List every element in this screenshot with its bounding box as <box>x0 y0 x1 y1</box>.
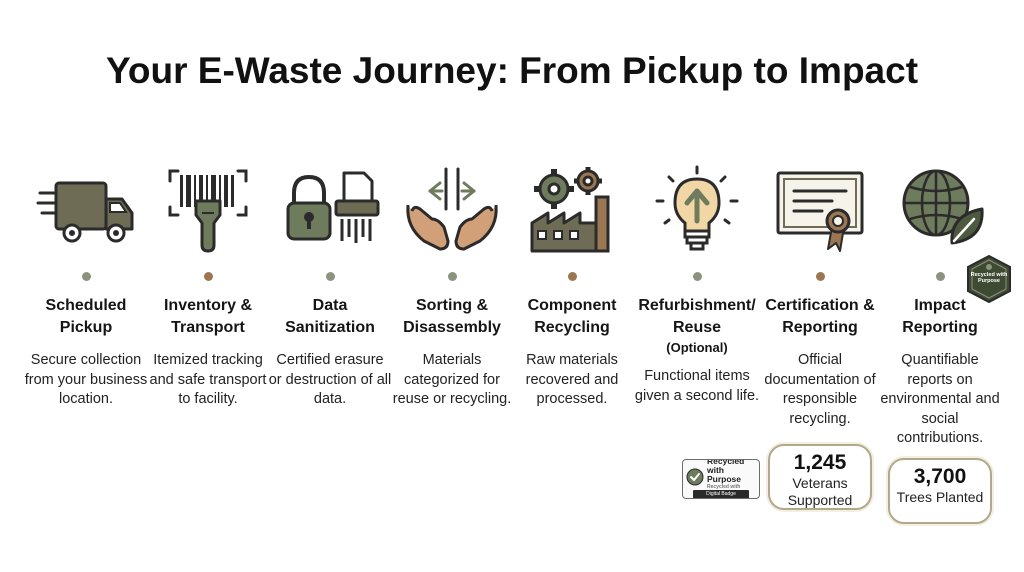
step-description: Secure collection from your business loc… <box>24 352 148 407</box>
step-description: Itemized tracking and safe transport to … <box>149 352 267 407</box>
step-label: Refurbishment/ Reuse <box>638 297 756 336</box>
stat-number: 1,245 <box>793 451 847 474</box>
step-label: Component Recycling <box>527 297 617 336</box>
step-label: Data Sanitization <box>285 297 375 336</box>
globe-leaf-icon <box>902 169 984 245</box>
step-description: Quantifiable reports on environmental an… <box>880 352 1000 446</box>
timeline-dot <box>692 272 702 281</box>
step-label: Inventory & Transport <box>163 297 252 336</box>
step-description: Functional items given a second life. <box>634 368 760 404</box>
step-description: Certified erasure or destruction of all … <box>268 352 392 407</box>
step-scheduled-pickup: Scheduled Pickup Secure collection from … <box>24 165 148 410</box>
barcode-scanner-icon <box>168 169 248 253</box>
truck-icon <box>36 181 134 243</box>
step-refurbishment-reuse: Refurbishment/ Reuse (Optional) Function… <box>634 165 760 406</box>
step-description: Materials categorized for reuse or recyc… <box>392 352 512 407</box>
step-label: Certification & Reporting <box>765 297 875 336</box>
recycled-with-purpose-badge: Recycled with Purpose Recycled with Purp… <box>682 459 760 499</box>
step-label: Impact Reporting <box>902 297 978 336</box>
step-sorting-disassembly: Sorting & Disassembly Materials categori… <box>390 165 514 410</box>
badge-title: Recycled with Purpose <box>707 459 745 484</box>
seal-check-icon <box>686 468 704 485</box>
stat-label: Trees Planted <box>896 489 984 505</box>
stat-label: Veterans Supported <box>787 475 853 508</box>
step-description: Official documentation of responsible re… <box>764 352 876 427</box>
lock-shredder-icon <box>286 171 380 243</box>
step-certification-reporting: Certification & Reporting Official docum… <box>758 165 882 429</box>
timeline-dot <box>935 272 945 281</box>
stat-trees-planted: 3,700 Trees Planted <box>888 458 992 524</box>
step-label: Scheduled Pickup <box>45 297 127 336</box>
hex-badge-text: Recycled with Purpose <box>970 272 1008 284</box>
page-title: Your E-Waste Journey: From Pickup to Imp… <box>105 50 919 91</box>
stat-veterans-supported: 1,245 Veterans Supported <box>768 444 872 510</box>
timeline-dot <box>203 272 213 281</box>
purpose-hex-badge: Recycled with Purpose <box>964 254 1014 304</box>
timeline-dot <box>325 272 335 281</box>
timeline-dot <box>567 272 577 281</box>
hexagon-badge-icon <box>967 254 1011 304</box>
step-inventory-transport: Inventory & Transport Itemized tracking … <box>146 165 270 410</box>
hands-sorting-icon <box>406 167 498 251</box>
step-sublabel: (Optional) <box>666 340 728 355</box>
step-component-recycling: Component Recycling Raw materials recove… <box>510 165 634 410</box>
certificate-icon <box>776 171 864 252</box>
step-label: Sorting & Disassembly <box>403 297 501 336</box>
timeline-dot <box>81 272 91 281</box>
step-data-sanitization: Data Sanitization Certified erasure or d… <box>268 165 392 410</box>
timeline-dot <box>815 272 825 281</box>
lightbulb-icon <box>655 165 739 251</box>
step-description: Raw materials recovered and processed. <box>525 352 619 407</box>
step-impact-reporting: Impact Reporting Quantifiable reports on… <box>878 165 1002 449</box>
badge-bar: Digital Badge <box>693 490 749 498</box>
stat-number: 3,700 <box>913 465 967 488</box>
factory-gears-icon <box>530 167 610 253</box>
timeline-dot <box>447 272 457 281</box>
